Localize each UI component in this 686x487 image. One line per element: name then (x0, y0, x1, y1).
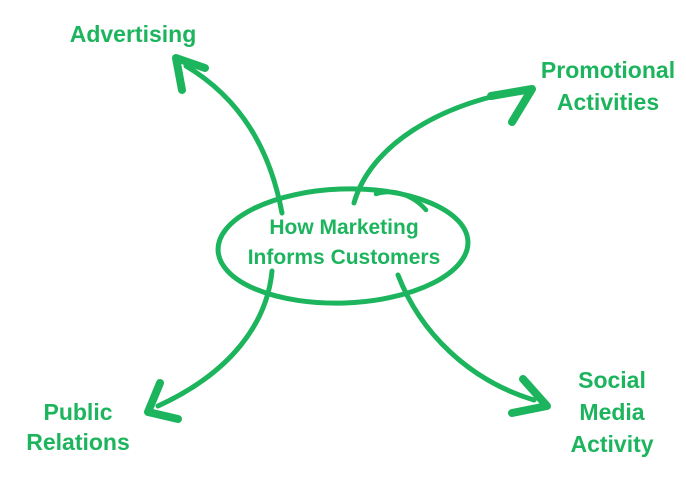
arrow-public-relations-shaft (155, 268, 275, 409)
arrow-promotional-shaft (351, 87, 527, 206)
arrow-promotional-arrowhead-icon (487, 85, 536, 126)
node-public-relations-label-line1: Public (43, 399, 113, 425)
node-public-relations-label-line2: Relations (26, 429, 130, 455)
node-social-media-activity: Social Media Activity (570, 364, 653, 460)
node-advertising: Advertising (70, 18, 197, 50)
node-social-media-label-line2: Media (579, 399, 645, 425)
node-promotional-label-line2: Activities (556, 89, 660, 115)
arrow-promotional-activities (351, 85, 536, 206)
center-ellipse (215, 186, 471, 306)
node-promotional-activities: Promotional Activities (541, 54, 675, 118)
arrow-advertising-arrowhead-icon (172, 54, 209, 94)
arrow-public-relations-arrowhead-icon (144, 379, 182, 423)
arrow-social-media-activity (395, 272, 551, 417)
node-social-media-label-line3: Activity (570, 431, 654, 457)
node-advertising-label: Advertising (69, 21, 197, 47)
arrow-advertising-shaft (183, 63, 285, 216)
center-ellipse-outline (215, 186, 471, 306)
node-center-topic: How Marketing Informs Customers (248, 213, 441, 273)
center-topic-line1: How Marketing (269, 216, 419, 239)
node-public-relations: Public Relations (26, 397, 130, 457)
center-topic-line2: Informs Customers (247, 246, 441, 269)
node-promotional-label-line1: Promotional (540, 57, 676, 83)
arrow-social-media-arrowhead-icon (508, 375, 551, 417)
node-social-media-label-line1: Social (578, 367, 646, 393)
center-ellipse-overlap-stroke (373, 189, 429, 213)
arrow-public-relations (144, 268, 275, 423)
arrow-social-media-shaft (395, 272, 537, 403)
arrow-advertising (172, 54, 285, 216)
